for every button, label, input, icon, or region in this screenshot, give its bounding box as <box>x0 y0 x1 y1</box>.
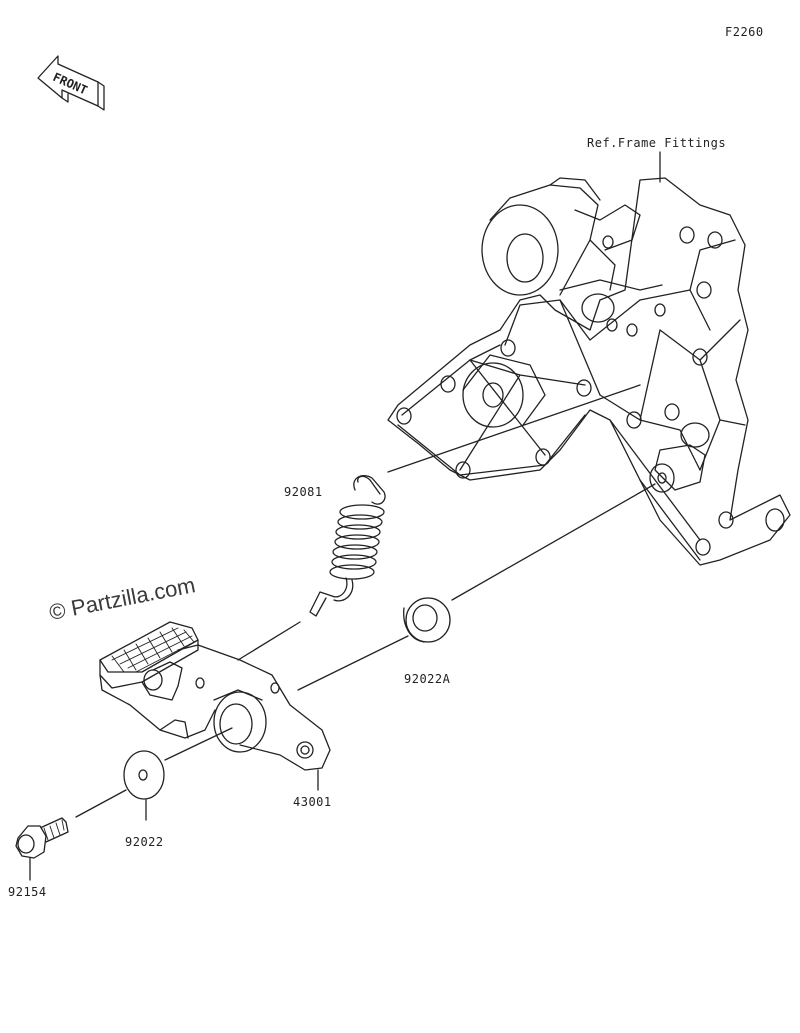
flange-bolt <box>15 817 69 859</box>
return-spring <box>309 475 386 617</box>
spring-to-frame-line <box>387 384 641 473</box>
washer-a-to-shaft-line <box>451 483 656 601</box>
washer-to-pedal-line <box>164 727 233 761</box>
frame-fittings-bracket <box>387 177 791 566</box>
diagram-code: F2260 <box>725 25 764 39</box>
washer-92022 <box>123 750 165 800</box>
part-label-92022[interactable]: 92022 <box>125 835 164 849</box>
front-arrow-icon: FRONT <box>37 55 105 111</box>
brake-pedal <box>99 621 331 771</box>
part-label-92081[interactable]: 92081 <box>284 485 323 499</box>
part-label-92022a[interactable]: 92022A <box>404 672 451 686</box>
washer-a-to-pedal-line <box>297 635 409 691</box>
spring-to-pedal-line <box>237 621 301 661</box>
part-label-43001[interactable]: 43001 <box>293 795 332 809</box>
part-label-92154[interactable]: 92154 <box>8 885 47 899</box>
washer-to-bolt-line <box>75 789 127 818</box>
ref-frame-fittings-label: Ref.Frame Fittings <box>587 136 727 150</box>
washer-92022a <box>403 597 451 643</box>
